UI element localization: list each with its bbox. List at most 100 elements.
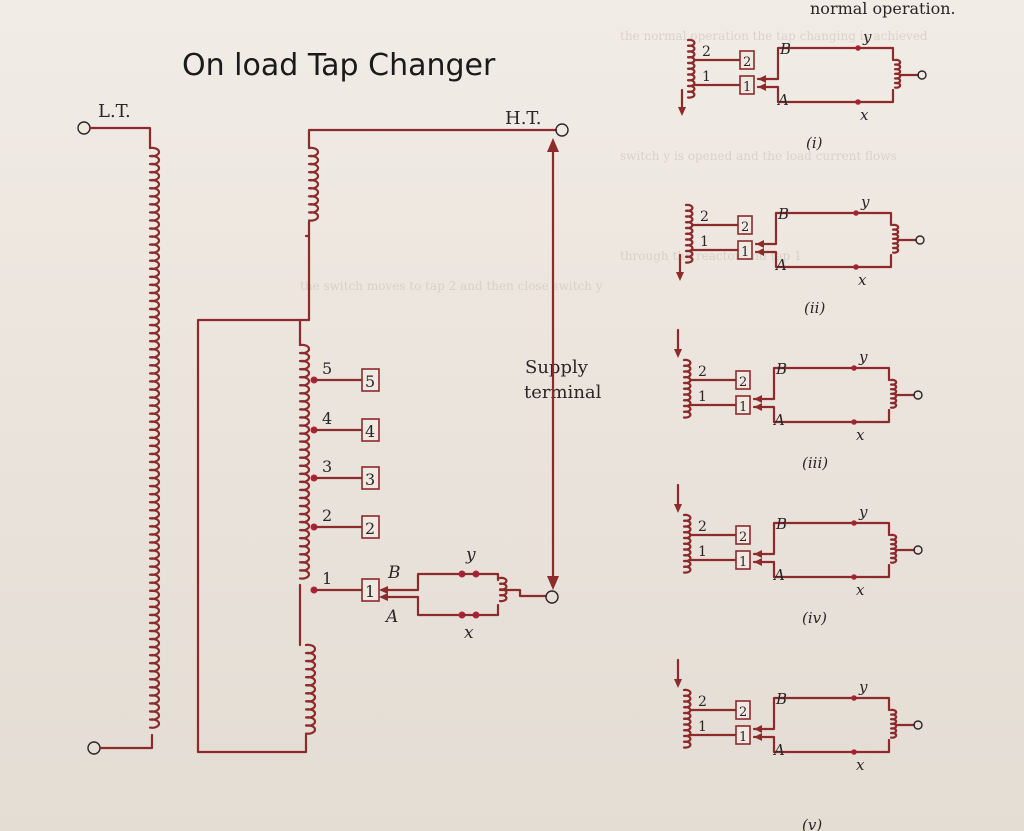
- stage-tap-box-1: [737, 240, 753, 260]
- tap-number-label: 2: [322, 506, 332, 525]
- lt-wire-bottom: [98, 733, 154, 750]
- stage-tap-box-2: [735, 370, 751, 390]
- stage-y-label: y: [862, 28, 872, 46]
- ht-coil-to-frame: [304, 220, 311, 238]
- stage-tap-box-1: [739, 75, 755, 95]
- stage-reactor: [891, 223, 900, 254]
- tap-4: 44: [310, 409, 380, 442]
- stage-tap-1-number: 1: [702, 69, 711, 85]
- tap-1: 11: [310, 569, 380, 602]
- tap-number-label: 4: [322, 409, 332, 428]
- stage-reactor: [893, 58, 902, 89]
- stage-x-label: x: [856, 756, 865, 774]
- stage-b-label: B: [775, 515, 787, 533]
- arrow-down-icon: [547, 576, 559, 590]
- stage-tap-box-1: [735, 395, 751, 415]
- ht-winding-lower: [304, 643, 317, 735]
- stage-tap-box-2-label: 2: [743, 55, 751, 70]
- stage-tap-box-1: [735, 550, 751, 570]
- contact-b-label: B: [387, 563, 401, 583]
- stage-b-label: B: [779, 40, 791, 58]
- arrow-down-icon: [678, 107, 686, 116]
- stage-tap-2-number: 2: [698, 519, 707, 535]
- stage-coil: [686, 38, 696, 99]
- ht-label: H.T.: [505, 108, 542, 129]
- tap-box: [361, 466, 380, 490]
- stage-tap-box-2-label: 2: [739, 530, 747, 545]
- stage-tap-box-2-label: 2: [739, 375, 747, 390]
- lt-terminal-bottom: [87, 741, 101, 755]
- background-bleed-text: the normal operation the tap changing is…: [300, 29, 928, 293]
- tap-box-label: 1: [365, 582, 375, 601]
- stage-tap-2-number: 2: [700, 209, 709, 225]
- stage-x-label: x: [856, 426, 865, 444]
- stage-tap-box-1-label: 1: [739, 555, 747, 570]
- stage-tap-1-number: 1: [698, 389, 707, 405]
- tap-box-label: 5: [365, 372, 375, 391]
- svg-text:the switch moves to tap 2 and: the switch moves to tap 2 and then close…: [300, 279, 603, 293]
- tap-coil-loops: [298, 343, 311, 580]
- switch-x-label: x: [464, 623, 474, 643]
- stage-y-label: y: [858, 503, 868, 521]
- stage-tap-box-1-label: 1: [743, 80, 751, 95]
- arrow-down-icon: [674, 349, 682, 358]
- ht-circuit: [196, 123, 569, 754]
- stage-tap-box-1-label: 1: [739, 400, 747, 415]
- stage-caption: (iii): [802, 454, 828, 472]
- lt-wire-top: [88, 126, 152, 150]
- stage-a-label: A: [772, 741, 785, 759]
- stage-reactor: [889, 378, 898, 409]
- ht-winding-upper: [307, 146, 320, 222]
- stage-terminal: [917, 70, 927, 80]
- stage-coil: [684, 203, 694, 264]
- main-switch-assembly: B A y x: [383, 545, 559, 643]
- tap-3: 33: [310, 457, 380, 490]
- stage-tap-1-number: 1: [698, 544, 707, 560]
- ht-top-wire: [307, 128, 558, 150]
- stage-terminal: [915, 235, 925, 245]
- tapped-winding: [298, 343, 311, 580]
- arrow-down-icon: [676, 272, 684, 281]
- contact-a-label: A: [384, 607, 398, 627]
- stage-tap-2-number: 2: [698, 694, 707, 710]
- supply-terminal-arrow: [547, 138, 559, 590]
- supply-terminal-label-1: Supply: [525, 357, 589, 378]
- tap-number-label: 1: [322, 569, 332, 588]
- tap-box: [361, 418, 380, 442]
- tap-box-label: 3: [365, 470, 375, 489]
- lt-terminal-top: [77, 121, 91, 135]
- stage-coil: [682, 513, 692, 574]
- stage-a-label: A: [774, 256, 787, 274]
- tap-5: 55: [310, 359, 380, 392]
- tap-number-label: 3: [322, 457, 332, 476]
- stage-tap-box-2: [735, 525, 751, 545]
- stage-a-label: A: [772, 411, 785, 429]
- stage-tap-box-2: [737, 215, 753, 235]
- stage-caption: (v): [802, 816, 822, 831]
- lt-coil-loops: [148, 146, 161, 729]
- lt-winding: [148, 146, 161, 729]
- top-fragment-text: normal operation.: [810, 0, 956, 18]
- svg-text:switch y is opened and the loa: switch y is opened and the load current …: [620, 149, 897, 163]
- stage-a-label: A: [772, 566, 785, 584]
- tap-box-label: 4: [365, 422, 375, 441]
- stage-tap-2-number: 2: [698, 364, 707, 380]
- stage-tap-box-1-label: 1: [739, 730, 747, 745]
- tap-2: 22: [310, 506, 380, 539]
- stage-x-label: x: [856, 581, 865, 599]
- reactor-coil: [498, 576, 508, 603]
- stage-x-label: x: [858, 271, 867, 289]
- page-title: On load Tap Changer: [182, 48, 496, 83]
- supply-terminal: [545, 590, 559, 604]
- stage-caption: (ii): [804, 299, 825, 317]
- stage-a-label: A: [776, 91, 789, 109]
- ht-coil-bottom-loops: [304, 643, 317, 735]
- ht-terminal: [555, 123, 569, 137]
- stage-reactor: [889, 708, 898, 739]
